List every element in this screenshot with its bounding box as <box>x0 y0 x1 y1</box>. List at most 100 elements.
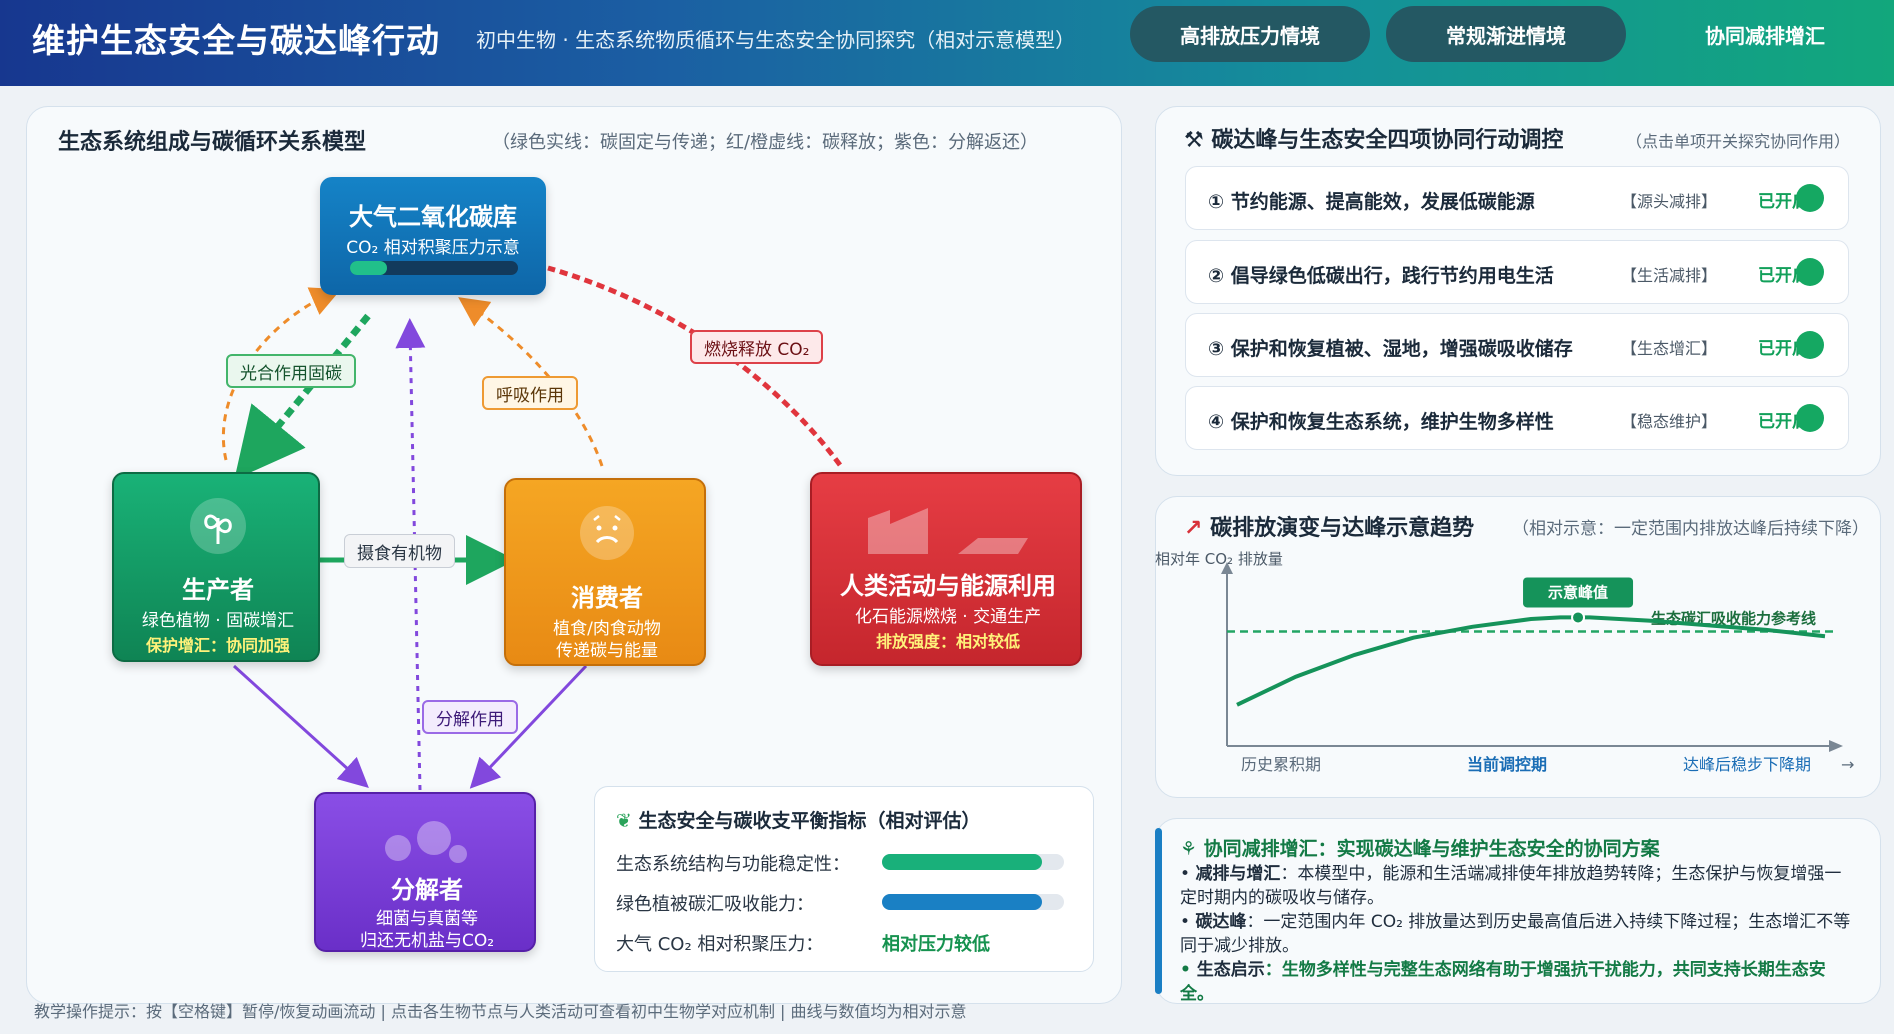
producer-highlight: 保护增汇：协同加强 <box>145 636 290 655</box>
combustion-label: 燃烧释放 CO₂ <box>690 330 824 364</box>
consumer-respiration-arrow <box>458 297 604 467</box>
toggle-switch[interactable] <box>1796 184 1824 212</box>
decomposer-node[interactable]: 分解者 细菌与真菌等 归还无机盐与CO₂ <box>314 792 536 952</box>
photosynthesis-label: 光合作用固碳 <box>226 354 356 388</box>
co2-pool-node[interactable]: 大气二氧化碳库 CO₂ 相对积聚压力示意 <box>320 177 546 295</box>
toggle-switch[interactable] <box>1796 331 1824 359</box>
producer-title: 生产者 <box>182 576 254 604</box>
actions-title-row: ⚒ 碳达峰与生态安全四项协同行动调控 <box>1184 122 1563 154</box>
metric-fill-sink <box>882 894 1043 910</box>
action-tag: 【生态增汇】 <box>1621 339 1718 358</box>
metric-label-sink: 绿色植被碳汇吸收能力： <box>616 894 814 915</box>
info-paragraph-1: • 减排与增汇：本模型中，能源和生活端减排使年排放趋势转降；生态保护与恢复增强一… <box>1180 864 1842 908</box>
app-subtitle: 初中生物 · 生态系统物质循环与生态安全协同探究（相对示意模型） <box>476 28 1076 52</box>
sprout-icon: ⚘ <box>1180 838 1204 860</box>
metric-pressure-value: 相对压力较低 <box>882 934 990 955</box>
toggle-switch[interactable] <box>1796 258 1824 286</box>
action-label: ④ 保护和恢复生态系统，维护生物多样性 <box>1208 411 1554 433</box>
trend-title-row: ↗ 碳排放演变与达峰示意趋势 <box>1184 510 1474 542</box>
scenario-synergy-button[interactable]: 协同减排增汇 <box>1705 23 1825 48</box>
info-key: 碳达峰 <box>1195 912 1247 932</box>
trend-note: （相对示意：一定范围内排放达峰后持续下降） <box>1512 519 1869 539</box>
co2-pool-title: 大气二氧化碳库 <box>349 203 517 231</box>
combustion-arrow <box>547 265 843 467</box>
peak-label-box <box>1523 577 1634 608</box>
info-accent-bar <box>1155 828 1162 994</box>
trend-x-axis-arrowhead <box>1829 740 1843 752</box>
respiration-label: 呼吸作用 <box>482 376 578 410</box>
decomposer-line1: 细菌与真菌等 <box>376 909 478 929</box>
trend-y-axis-label: 相对年 CO₂ 排放量 <box>1155 550 1283 568</box>
app-header: 维护生态安全与碳达峰行动 初中生物 · 生态系统物质循环与生态安全协同探究（相对… <box>0 0 1894 86</box>
action-tag: 【稳态维护】 <box>1621 412 1718 431</box>
info-title-row: ⚘ 协同减排增汇：实现碳达峰与维护生态安全的协同方案 <box>1180 834 1660 861</box>
consumer-title: 消费者 <box>571 584 643 612</box>
info-key: 生态启示 <box>1196 960 1265 980</box>
metric-bar-stability <box>882 854 1064 870</box>
human-activity-title: 人类活动与能源利用 <box>840 572 1056 600</box>
info-text: ：一定范围内年 CO₂ 排放量达到历史最高值后进入持续下降过程；生态增汇不等同于… <box>1180 912 1851 956</box>
action-toggle-vegetation[interactable]: ③ 保护和恢复植被、湿地，增强碳吸收储存 【生态增汇】 已开启 <box>1185 313 1849 377</box>
app-title: 维护生态安全与碳达峰行动 <box>32 21 440 60</box>
peak-label: 示意峰值 <box>1548 583 1608 601</box>
human-activity-line1: 化石能源燃烧 · 交通生产 <box>854 607 1042 627</box>
x-label-history: 历史累积期 <box>1241 755 1321 774</box>
actions-title: 碳达峰与生态安全四项协同行动调控 <box>1211 128 1564 153</box>
trend-title: 碳排放演变与达峰示意趋势 <box>1210 516 1475 541</box>
action-toggle-energy[interactable]: ① 节约能源、提高能效，发展低碳能源 【源头减排】 已开启 <box>1185 166 1849 230</box>
x-label-current: 当前调控期 <box>1467 755 1547 774</box>
metric-label-pressure: 大气 CO₂ 相对积聚压力： <box>616 934 824 955</box>
feeding-label: 摄食有机物 <box>344 534 455 568</box>
info-panel <box>1155 818 1881 1004</box>
action-toggle-biodiversity[interactable]: ④ 保护和恢复生态系统，维护生物多样性 【稳态维护】 已开启 <box>1185 386 1849 450</box>
microbe-icon <box>378 816 478 866</box>
x-label-arrow: → <box>1841 755 1854 774</box>
co2-pool-subtitle: CO₂ 相对积聚压力示意 <box>346 238 520 258</box>
metric-bar-sink <box>882 894 1064 910</box>
metric-label-stability: 生态系统结构与功能稳定性： <box>616 854 850 875</box>
consumer-line2: 传递碳与能量 <box>556 641 658 661</box>
x-label-post-peak: 达峰后稳步下降期 <box>1683 755 1811 774</box>
scenario-gradual-button[interactable]: 常规渐进情境 <box>1386 6 1626 62</box>
emission-series-line <box>1236 615 1826 707</box>
co2-pressure-bar <box>350 261 518 275</box>
action-label: ② 倡导绿色低碳出行，践行节约用电生活 <box>1208 265 1554 287</box>
metric-fill-stability <box>882 854 1043 870</box>
decomposer-line2: 归还无机盐与CO₂ <box>359 931 495 951</box>
metrics-title-row: ❦ 生态安全与碳收支平衡指标（相对评估） <box>616 806 981 833</box>
producer-to-decomposer-arrow <box>232 664 369 789</box>
producer-line1: 绿色植物 · 固碳增汇 <box>141 611 295 631</box>
diagram-legend-note: （绿色实线：碳固定与传递；红/橙虚线：碳释放；紫色：分解返还） <box>492 132 1039 153</box>
tools-icon: ⚒ <box>1184 128 1212 153</box>
leaf-icon: ❦ <box>616 810 639 832</box>
metrics-title: 生态安全与碳收支平衡指标（相对评估） <box>638 810 981 832</box>
consumer-node[interactable]: 消费者 植食/肉食动物 传递碳与能量 <box>504 478 706 666</box>
scenario-high-emission-button[interactable]: 高排放压力情境 <box>1130 6 1370 62</box>
peak-point <box>1571 610 1586 625</box>
action-label: ① 节约能源、提高能效，发展低碳能源 <box>1208 191 1535 213</box>
info-key: 减排与增汇 <box>1195 864 1281 884</box>
action-toggle-lifestyle[interactable]: ② 倡导绿色低碳出行，践行节约用电生活 【生活减排】 已开启 <box>1185 240 1849 304</box>
toggle-switch[interactable] <box>1796 404 1824 432</box>
trend-y-axis-arrowhead <box>1221 562 1233 574</box>
human-activity-highlight: 排放强度：相对较低 <box>875 632 1020 651</box>
decomposition-label: 分解作用 <box>422 700 518 734</box>
info-paragraph-3: • 生态启示：生物多样性与完整生态网络有助于增强抗干扰能力，共同支持长期生态安全… <box>1180 960 1826 1004</box>
diagram-title: 生态系统组成与碳循环关系模型 <box>58 130 367 155</box>
human-activity-node[interactable]: 人类活动与能源利用 化石能源燃烧 · 交通生产 排放强度：相对较低 <box>810 472 1082 666</box>
consumer-line1: 植食/肉食动物 <box>553 619 661 639</box>
emission-trend-chart: 相对年 CO₂ 排放量 生态碳汇吸收能力参考线 示意峰值 历史累积期 当前调控期… <box>1155 550 1854 774</box>
action-tag: 【生活减排】 <box>1621 266 1718 285</box>
balance-metrics-card <box>594 786 1094 972</box>
animal-face-icon <box>580 506 634 560</box>
info-paragraph-2: • 碳达峰：一定范围内年 CO₂ 排放量达到历史最高值后进入持续下降过程；生态增… <box>1180 912 1851 956</box>
consumer-to-decomposer-arrow <box>469 664 588 789</box>
producer-node[interactable]: 生产者 绿色植物 · 固碳增汇 保护增汇：协同加强 <box>112 472 320 662</box>
decomposer-title: 分解者 <box>391 876 463 904</box>
factory-icon <box>868 504 1028 554</box>
plant-icon <box>190 498 246 554</box>
action-label: ③ 保护和恢复植被、湿地，增强碳吸收储存 <box>1208 338 1573 360</box>
info-title: 协同减排增汇：实现碳达峰与维护生态安全的协同方案 <box>1203 838 1660 860</box>
actions-note: （点击单项开关探究协同作用） <box>1626 132 1851 151</box>
action-tag: 【源头减排】 <box>1621 192 1718 211</box>
